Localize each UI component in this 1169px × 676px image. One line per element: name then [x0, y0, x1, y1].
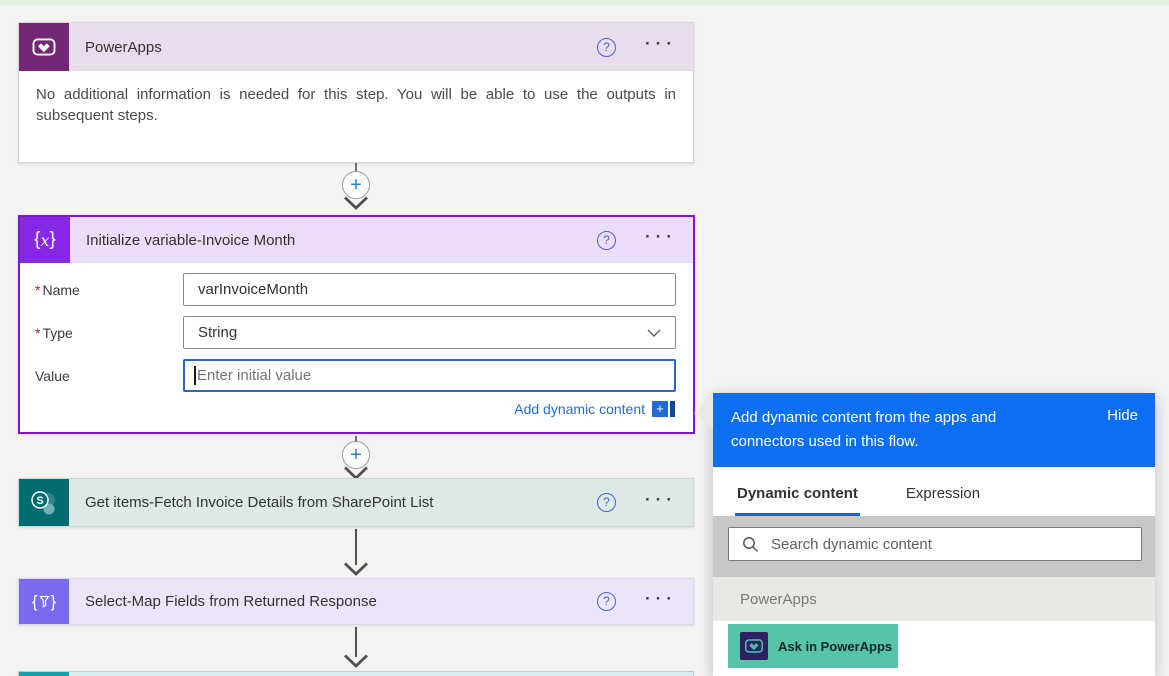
plus-icon: + — [652, 401, 668, 417]
cursor-bar-icon — [670, 401, 675, 417]
add-dynamic-content-icon[interactable]: + — [652, 401, 675, 417]
connector-line — [355, 529, 357, 565]
card-get-items-title: Get items-Fetch Invoice Details from Sha… — [85, 494, 434, 511]
search-band — [713, 516, 1155, 577]
sharepoint-icon: S — [19, 479, 69, 526]
arrow-down-icon — [344, 562, 368, 576]
search-icon — [743, 536, 759, 552]
add-dynamic-content-row: Add dynamic content + — [20, 401, 675, 417]
card-next-partial[interactable] — [18, 671, 694, 676]
powerapps-icon — [740, 632, 768, 660]
required-marker: * — [35, 281, 41, 298]
connector-1: + — [329, 163, 383, 210]
hide-button[interactable]: Hide — [1107, 407, 1138, 424]
tab-expression-label: Expression — [905, 485, 981, 502]
connector-icon — [19, 672, 69, 676]
variable-value-label: Value — [35, 367, 70, 384]
svg-text:S: S — [36, 495, 43, 507]
variable-value-input[interactable] — [183, 359, 676, 392]
top-accent-strip — [0, 0, 1169, 6]
variable-name-label: *Name — [35, 281, 80, 298]
search-input[interactable] — [771, 535, 1131, 553]
ellipsis-menu-icon[interactable]: ··· — [645, 588, 677, 608]
variable-type-value: String — [198, 324, 238, 341]
arrow-down-icon — [344, 654, 368, 668]
card-get-items-header[interactable]: S Get items-Fetch Invoice Details from S… — [19, 479, 693, 526]
card-initialize-variable-title: Initialize variable-Invoice Month — [86, 231, 296, 249]
connector-line — [355, 163, 357, 171]
connector-line — [355, 436, 357, 441]
insert-step-button[interactable]: + — [342, 171, 370, 199]
text-cursor — [194, 366, 196, 385]
panel-tab-bar: Dynamic content Expression — [713, 467, 1155, 516]
chevron-down-icon — [647, 329, 661, 337]
dynamic-content-panel: Add dynamic content from the apps and co… — [694, 393, 1155, 676]
variable-icon: {x} — [20, 217, 70, 263]
select-operation-icon: {} — [19, 579, 69, 624]
tab-dynamic-content-label: Dynamic content — [737, 485, 858, 502]
help-icon[interactable]: ? — [597, 493, 617, 512]
variable-type-label: *Type — [35, 324, 73, 341]
card-powerapps-title: PowerApps — [85, 38, 162, 56]
card-powerapps-header[interactable]: PowerApps ? ··· — [19, 23, 693, 71]
connector-3 — [329, 529, 383, 576]
add-dynamic-content-link[interactable]: Add dynamic content — [514, 401, 645, 417]
powerapps-icon — [19, 23, 69, 71]
token-ask-in-powerapps[interactable]: Ask in PowerApps — [728, 624, 898, 668]
help-icon[interactable]: ? — [597, 230, 617, 250]
panel-body: Ask in PowerApps — [713, 621, 1155, 668]
panel-header: Add dynamic content from the apps and co… — [713, 393, 1155, 467]
search-box[interactable] — [728, 527, 1142, 561]
help-icon[interactable]: ? — [597, 592, 617, 611]
token-label: Ask in PowerApps — [778, 638, 893, 654]
group-header-powerapps: PowerApps — [713, 577, 1155, 621]
card-initialize-variable: {x} Initialize variable-Invoice Month ? … — [18, 215, 695, 434]
ellipsis-menu-icon[interactable]: ··· — [645, 34, 677, 53]
variable-type-select[interactable]: String — [183, 316, 676, 349]
variable-type-row: *Type String — [35, 316, 676, 349]
required-marker: * — [35, 324, 41, 341]
ellipsis-menu-icon[interactable]: ··· — [645, 489, 677, 509]
connector-2: + — [329, 436, 383, 480]
variable-name-row: *Name — [35, 273, 676, 306]
variable-name-input[interactable] — [183, 273, 676, 306]
connector-line — [355, 627, 357, 657]
card-get-items: S Get items-Fetch Invoice Details from S… — [18, 478, 694, 527]
card-select-title: Select-Map Fields from Returned Response — [85, 593, 377, 610]
card-select: {} Select-Map Fields from Returned Respo… — [18, 578, 694, 625]
card-powerapps: PowerApps ? ··· No additional informatio… — [18, 22, 694, 163]
tab-expression[interactable]: Expression — [904, 485, 982, 516]
card-initialize-variable-header[interactable]: {x} Initialize variable-Invoice Month ? … — [20, 217, 693, 263]
tab-dynamic-content[interactable]: Dynamic content — [735, 485, 860, 516]
card-powerapps-description: No additional information is needed for … — [36, 86, 676, 124]
insert-step-button[interactable]: + — [342, 441, 370, 469]
group-header-label: PowerApps — [740, 590, 817, 608]
panel-callout-arrow — [694, 396, 713, 430]
connector-4 — [329, 627, 383, 668]
ellipsis-menu-icon[interactable]: ··· — [645, 227, 677, 246]
card-select-header[interactable]: {} Select-Map Fields from Returned Respo… — [19, 579, 693, 624]
arrow-down-icon — [344, 196, 368, 210]
panel-header-text: Add dynamic content from the apps and co… — [731, 409, 997, 450]
help-icon[interactable]: ? — [597, 37, 617, 57]
variable-value-row: Value — [35, 359, 676, 392]
